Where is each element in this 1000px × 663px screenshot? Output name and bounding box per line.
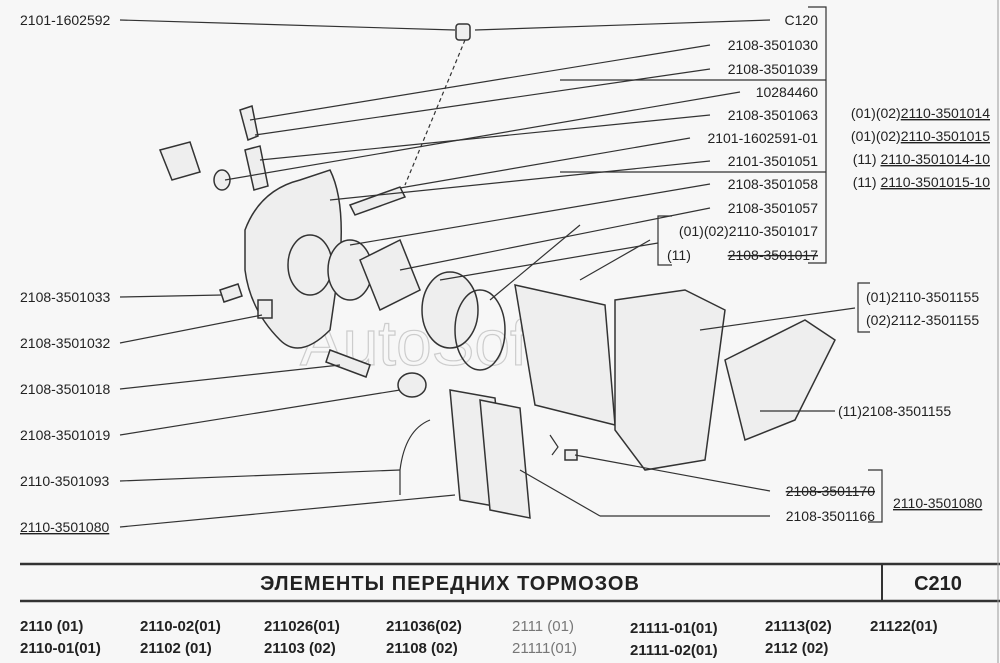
piston xyxy=(359,238,421,312)
model-item: 2111 (01) xyxy=(512,618,574,635)
model-item: 211026(01) xyxy=(264,618,340,635)
label-2108-3501030: 2108-3501030 xyxy=(728,37,819,53)
lock-plate xyxy=(257,299,273,319)
right-labels: C120 2108-3501030 2108-3501039 10284460 … xyxy=(679,12,818,263)
spring-clip xyxy=(549,434,559,456)
assembly-label: (01)(02)2110-3501015 xyxy=(851,128,990,144)
wear-sensor-wire xyxy=(399,419,431,495)
title-bar: ЭЛЕМЕНТЫ ПЕРЕДНИХ ТОРМОЗОВ C210 xyxy=(20,562,1000,603)
label-piston-01-02: (01)(02)2110-3501017 xyxy=(679,223,818,239)
model-item: 2110-01(01) xyxy=(20,640,101,657)
label-2108-3501058: 2108-3501058 xyxy=(728,176,819,192)
label-piston-11-code: 2108-3501017 xyxy=(728,247,819,263)
bleeder-valve xyxy=(239,105,259,142)
label-2108-3501033: 2108-3501033 xyxy=(20,289,111,305)
label-2108-3501032: 2108-3501032 xyxy=(20,335,111,351)
caliper-bore xyxy=(287,234,333,296)
assembly-label: (11) 2110-3501015-10 xyxy=(853,174,990,190)
label-guide-01: (01)2110-3501155 xyxy=(866,289,979,305)
label-2101-1602592: 2101-1602592 xyxy=(20,12,111,28)
label-2108-3501166: 2108-3501166 xyxy=(786,508,875,524)
model-item: 2110-02(01) xyxy=(140,618,221,635)
label-piston-11-prefix: (11) xyxy=(667,247,691,263)
model-item: 21102 (01) xyxy=(140,640,212,657)
model-item: 21111-02(01) xyxy=(630,642,718,659)
left-labels: 2101-1602592 2108-3501033 2108-3501032 2… xyxy=(20,12,111,535)
label-2110-3501080: 2110-3501080 xyxy=(20,519,109,535)
label-10284460: 10284460 xyxy=(756,84,819,100)
model-item: 2110 (01) xyxy=(20,618,83,635)
page-code: C210 xyxy=(914,573,962,595)
caliper-assembly-labels: (01)(02)2110-3501014 (01)(02)2110-350101… xyxy=(851,105,990,190)
retaining-ring xyxy=(454,289,506,371)
guide-pin xyxy=(348,186,407,216)
anti-squeal-plate xyxy=(724,319,836,442)
label-guide-02: (02)2112-3501155 xyxy=(866,312,979,328)
label-pad-assembly: 2110-3501080 xyxy=(893,495,982,511)
bleeder-cap xyxy=(455,23,471,41)
label-2101-1602591-01: 2101-1602591-01 xyxy=(707,130,818,146)
label-2110-3501093: 2110-3501093 xyxy=(20,473,109,489)
model-item: 21108 (02) xyxy=(386,640,458,657)
label-c120: C120 xyxy=(785,12,819,28)
label-2108-3501063: 2108-3501063 xyxy=(728,107,819,123)
guide-pin-2 xyxy=(325,349,371,378)
assembly-label: (11) 2110-3501014-10 xyxy=(853,151,990,167)
lower-right-labels: (01)2110-3501155 (02)2112-3501155 (11)21… xyxy=(786,289,983,524)
guide-bracket xyxy=(614,289,726,471)
parts-drawing xyxy=(158,23,836,519)
label-2108-3501018: 2108-3501018 xyxy=(20,381,111,397)
dust-boot xyxy=(421,271,479,349)
model-item: 21122(01) xyxy=(870,618,938,635)
model-item: 2112 (02) xyxy=(765,640,828,657)
hose-fitting xyxy=(244,145,269,191)
banjo-bolt xyxy=(158,141,201,181)
model-item: 211036(02) xyxy=(386,618,462,635)
leader-lines xyxy=(119,6,883,528)
label-2101-3501051: 2101-3501051 xyxy=(728,153,819,169)
model-item: 21113(02) xyxy=(765,618,832,635)
caliper-bracket xyxy=(514,284,616,426)
model-item: 21111(01) xyxy=(512,640,577,657)
brake-pad-2 xyxy=(479,399,531,519)
label-2108-3501039: 2108-3501039 xyxy=(728,61,819,77)
washer xyxy=(213,169,231,191)
model-item: 21103 (02) xyxy=(264,640,336,657)
bolt xyxy=(219,283,243,303)
label-2108-3501057: 2108-3501057 xyxy=(728,200,819,216)
pin-boot xyxy=(397,372,427,398)
label-2108-3501170: 2108-3501170 xyxy=(786,483,875,499)
page-title: ЭЛЕМЕНТЫ ПЕРЕДНИХ ТОРМОЗОВ xyxy=(260,573,640,595)
model-item: 21111-01(01) xyxy=(630,620,718,637)
label-guide-11: (11)2108-3501155 xyxy=(838,403,951,419)
label-2108-3501019: 2108-3501019 xyxy=(20,427,111,443)
assembly-label: (01)(02)2110-3501014 xyxy=(851,105,990,121)
model-list: 2110 (01) 2110-02(01) 211026(01) 211036(… xyxy=(20,618,938,659)
